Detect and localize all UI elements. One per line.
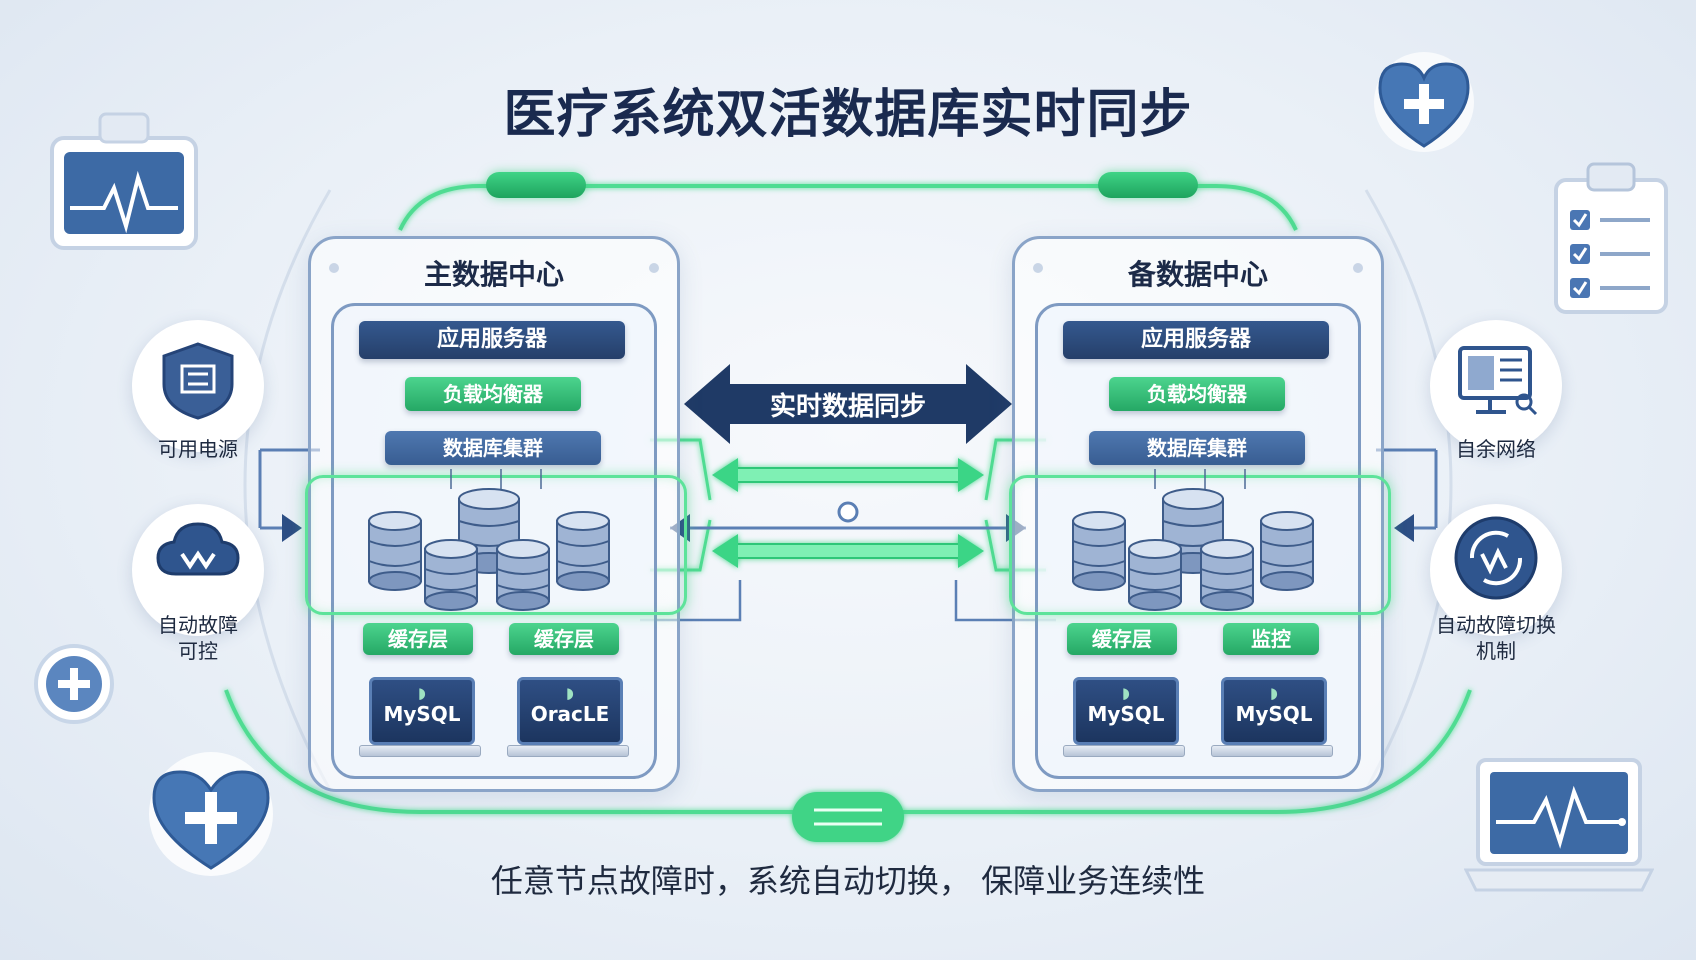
monitor-network-icon bbox=[1458, 346, 1538, 416]
left-arrow bbox=[282, 514, 302, 542]
laptop-base bbox=[507, 745, 629, 757]
left-failover-label-2: 可控 bbox=[178, 639, 218, 663]
db-logo-icon: ◗ bbox=[418, 684, 426, 702]
right-failover-label-2: 机制 bbox=[1476, 639, 1516, 663]
sync-double-arrow bbox=[684, 364, 1012, 444]
primary-db-2-label: OracLE bbox=[530, 702, 610, 726]
top-tag-right bbox=[1098, 172, 1198, 198]
db-logo-icon: ◗ bbox=[1270, 684, 1278, 702]
db-cylinder-icon bbox=[1260, 511, 1314, 591]
corner-dot bbox=[329, 263, 339, 273]
heart-badge-icon bbox=[1374, 52, 1474, 152]
network-label: 自余网络 bbox=[1456, 437, 1536, 461]
right-arrow bbox=[1394, 514, 1414, 542]
outer-arc-left bbox=[243, 189, 332, 791]
green-double-arrow-upper bbox=[712, 458, 984, 492]
primary-db-cluster: 数据库集群 bbox=[385, 431, 601, 465]
primary-app-server: 应用服务器 bbox=[359, 321, 625, 359]
primary-db-2-screen: ◗ OracLE bbox=[517, 677, 623, 745]
top-sync-link bbox=[398, 184, 1298, 231]
db-cylinder-icon bbox=[556, 511, 610, 591]
db-logo-icon: ◗ bbox=[1122, 684, 1130, 702]
db-cylinder-icon bbox=[1128, 539, 1182, 611]
failover-switch-icon bbox=[1454, 516, 1538, 600]
db-cylinder-icon bbox=[424, 539, 478, 611]
shield-icon bbox=[162, 342, 234, 420]
laptop-base bbox=[1063, 745, 1185, 757]
standby-app-server: 应用服务器 bbox=[1063, 321, 1329, 359]
power-label: 可用电源 bbox=[158, 437, 238, 461]
sync-label: 实时数据同步 bbox=[769, 392, 926, 422]
left-failover-label-1: 自动故障 bbox=[158, 613, 238, 637]
db-cylinder-icon bbox=[1072, 511, 1126, 591]
standby-monitor: 监控 bbox=[1223, 623, 1319, 655]
heart-plus-icon bbox=[149, 752, 273, 876]
green-double-arrow-lower bbox=[712, 534, 984, 568]
primary-cluster-glow bbox=[305, 475, 687, 615]
standby-datacenter-panel: 备数据中心 应用服务器 负载均衡器 数据库集群 bbox=[1009, 236, 1391, 792]
sync-label-box: 实时数据同步 bbox=[730, 386, 966, 426]
primary-db-cylinders bbox=[368, 469, 610, 611]
primary-db-1-screen: ◗ MySQL bbox=[369, 677, 475, 745]
standby-db-1-screen: ◗ MySQL bbox=[1073, 677, 1179, 745]
standby-load-balancer: 负载均衡器 bbox=[1109, 377, 1285, 411]
primary-datacenter-panel: 主数据中心 应用服务器 负载均衡器 数据库集群 bbox=[305, 236, 687, 792]
top-tag-left bbox=[486, 172, 586, 198]
corner-dot bbox=[1033, 263, 1043, 273]
primary-datacenter-title: 主数据中心 bbox=[423, 258, 564, 291]
corner-dot bbox=[649, 263, 659, 273]
standby-db-1-label: MySQL bbox=[1087, 702, 1165, 726]
standby-cluster-glow bbox=[1009, 475, 1391, 615]
primary-cache-1: 缓存层 bbox=[363, 623, 473, 655]
db-cylinder-icon bbox=[496, 539, 550, 611]
db-cylinder-icon bbox=[1200, 539, 1254, 611]
standby-db-2-label: MySQL bbox=[1235, 702, 1313, 726]
center-node bbox=[837, 501, 859, 523]
standby-datacenter-title: 备数据中心 bbox=[1127, 258, 1268, 291]
right-failover-label-1: 自动故障切换 bbox=[1436, 613, 1556, 637]
primary-db-1-label: MySQL bbox=[383, 702, 461, 726]
outer-arc-right bbox=[1364, 189, 1453, 791]
primary-cache-2: 缓存层 bbox=[509, 623, 619, 655]
checklist-clipboard-icon bbox=[1554, 162, 1668, 314]
cloud-icon bbox=[156, 522, 240, 576]
bottom-connector bbox=[792, 792, 904, 842]
standby-db-cluster: 数据库集群 bbox=[1089, 431, 1305, 465]
footer-caption: 任意节点故障时，系统自动切换， 保障业务连续性 bbox=[490, 862, 1206, 900]
plus-badge-icon bbox=[34, 644, 114, 724]
db-cylinder-icon bbox=[368, 511, 422, 591]
laptop-ekg-icon bbox=[1464, 758, 1654, 892]
heart-monitor-icon bbox=[50, 112, 198, 250]
right-link-line bbox=[1376, 448, 1438, 530]
db-logo-icon: ◗ bbox=[566, 684, 574, 702]
corner-dot bbox=[1353, 263, 1363, 273]
standby-db-2-screen: ◗ MySQL bbox=[1221, 677, 1327, 745]
standby-cache-1: 缓存层 bbox=[1067, 623, 1177, 655]
primary-load-balancer: 负载均衡器 bbox=[405, 377, 581, 411]
standby-db-cylinders bbox=[1072, 469, 1314, 611]
laptop-base bbox=[1211, 745, 1333, 757]
laptop-base bbox=[359, 745, 481, 757]
page-title: 医疗系统双活数据库实时同步 bbox=[503, 85, 1193, 145]
